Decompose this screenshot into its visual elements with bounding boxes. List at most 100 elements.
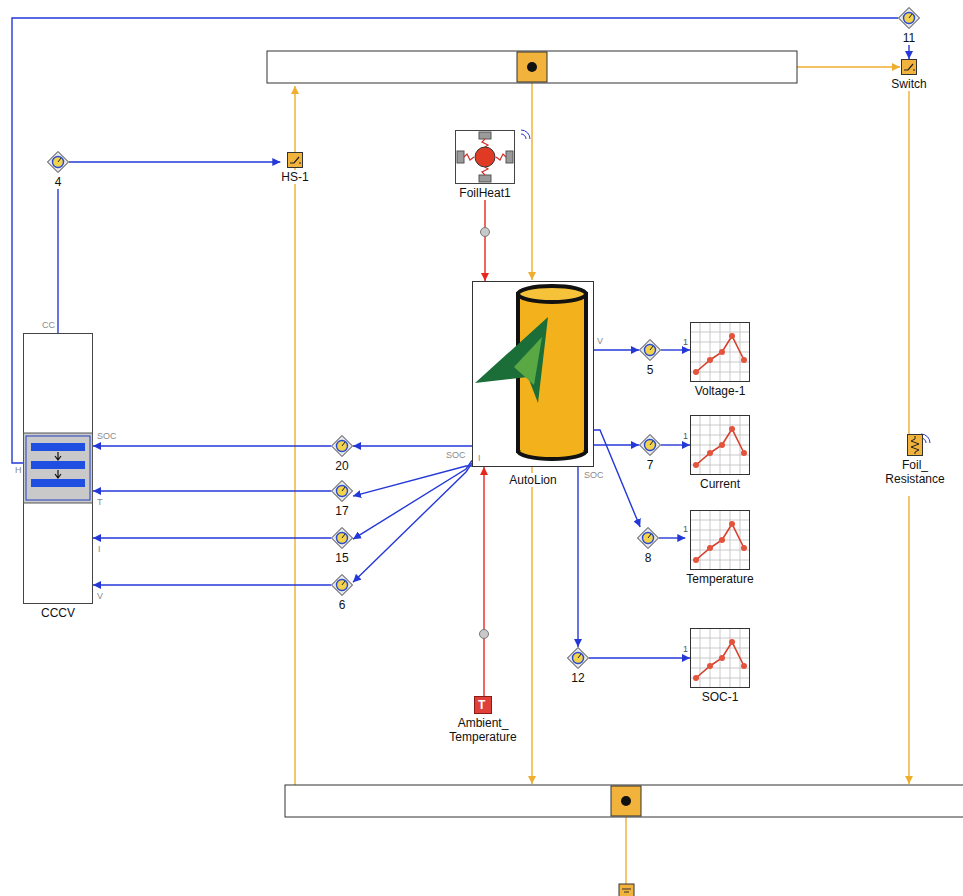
- signal-connector: [93, 537, 331, 538]
- plot-point: [693, 675, 699, 681]
- port-name: SOC: [446, 451, 466, 460]
- plot-point: [741, 663, 747, 669]
- node-icon: [331, 574, 353, 596]
- port-name: I: [98, 545, 101, 554]
- plot-grid: [691, 629, 749, 687]
- port-name: V: [597, 337, 603, 346]
- port-name: I: [478, 454, 481, 463]
- node-label: CCCV: [40, 606, 76, 620]
- signal-connector: [589, 657, 690, 658]
- sensor-needle: [342, 487, 345, 491]
- bus-bar: [285, 785, 963, 817]
- plot-point: [693, 462, 699, 468]
- plot-frame: [691, 416, 750, 475]
- port-name: SOC: [97, 432, 117, 441]
- node-label: Temperature: [685, 572, 754, 586]
- signal-connector: [353, 466, 472, 496]
- signal-connector: [353, 460, 472, 539]
- signal-connector: [661, 444, 690, 445]
- plot-grid: [691, 511, 749, 569]
- controller-inset: [26, 436, 90, 500]
- node-icon: [472, 281, 594, 467]
- port-name: H: [15, 466, 22, 475]
- top-bus-bar: [267, 51, 797, 83]
- bus-dot: [621, 796, 631, 806]
- node-label: SOC-1: [701, 690, 740, 704]
- signal-connector: [353, 463, 472, 582]
- port-number: 1: [683, 432, 688, 441]
- port-name: V: [97, 592, 103, 601]
- node-label: Current: [699, 477, 741, 491]
- node-label: HS-1: [280, 170, 309, 184]
- sensor-diamond: 20: [331, 435, 353, 473]
- heater-spring: [464, 139, 506, 175]
- node-icon: [639, 339, 661, 361]
- sensor-diamond: 15: [331, 527, 353, 565]
- plot-curve: [696, 642, 744, 678]
- switch-blade: [904, 64, 915, 70]
- sensor-diamond: 17: [331, 480, 353, 518]
- sensor-gauge: [904, 13, 915, 24]
- sensor-outline: [332, 528, 353, 549]
- signal-connector: [12, 18, 898, 463]
- plot-grid: [691, 323, 749, 381]
- plot-point: [707, 357, 713, 363]
- controller-frame: [24, 334, 93, 604]
- plot-block: Voltage-1: [690, 322, 750, 398]
- sensor-gauge: [643, 533, 654, 544]
- node-icon: [331, 527, 353, 549]
- signal-connector: [577, 467, 578, 647]
- node-icon: [47, 151, 69, 173]
- plot-point: [729, 521, 735, 527]
- sensor-gauge: [645, 345, 656, 356]
- sensor-outline: [332, 436, 353, 457]
- port-name: T: [97, 498, 103, 507]
- plot-curve: [696, 336, 744, 372]
- switch-body: [902, 60, 917, 75]
- signal-connector: [659, 537, 685, 538]
- plot-point: [719, 349, 725, 355]
- signal-connector: [594, 444, 639, 445]
- electric-wire: [531, 83, 532, 280]
- battery-cell: AutoLion: [472, 281, 594, 467]
- heater-core: [475, 147, 495, 167]
- logo-highlight: [514, 337, 542, 385]
- sensor-diamond: 7: [639, 434, 661, 472]
- bus-dot: [527, 62, 537, 72]
- heater-block: FoilHeat1: [455, 130, 515, 200]
- node-icon: [907, 434, 923, 456]
- signal-connector: [908, 45, 909, 59]
- node-label: 11: [902, 31, 916, 45]
- heater-piston: [457, 151, 464, 163]
- node-label: Switch: [890, 77, 927, 91]
- switch-body: [288, 153, 303, 168]
- signal-connector: [93, 445, 331, 446]
- plot-block: Temperature: [685, 510, 754, 586]
- node-icon: [287, 152, 303, 168]
- plot-point: [693, 557, 699, 563]
- plot-point: [729, 639, 735, 645]
- plot-point: [729, 426, 735, 432]
- plot-grid: [691, 511, 749, 569]
- plot-grid: [691, 416, 749, 474]
- node-icon: [690, 510, 750, 570]
- node-icon: [567, 647, 589, 669]
- bus-node: [611, 786, 641, 816]
- node-label: 15: [334, 551, 349, 565]
- resistor-body: [908, 435, 923, 456]
- node-label: 17: [334, 504, 349, 518]
- heater-piston: [479, 132, 491, 139]
- switch-blade: [290, 157, 301, 163]
- plot-grid: [691, 416, 749, 474]
- node-icon: [331, 435, 353, 457]
- plot-grid: [691, 323, 749, 381]
- plot-point: [719, 655, 725, 661]
- node-icon: [901, 59, 917, 75]
- sensor-needle: [342, 442, 345, 446]
- port-name: CC: [42, 321, 55, 330]
- ground-strokes: [622, 889, 631, 892]
- node-icon: [23, 333, 93, 604]
- sensor-outline: [638, 528, 659, 549]
- signal-connector: [594, 349, 639, 350]
- node-icon: [455, 130, 515, 184]
